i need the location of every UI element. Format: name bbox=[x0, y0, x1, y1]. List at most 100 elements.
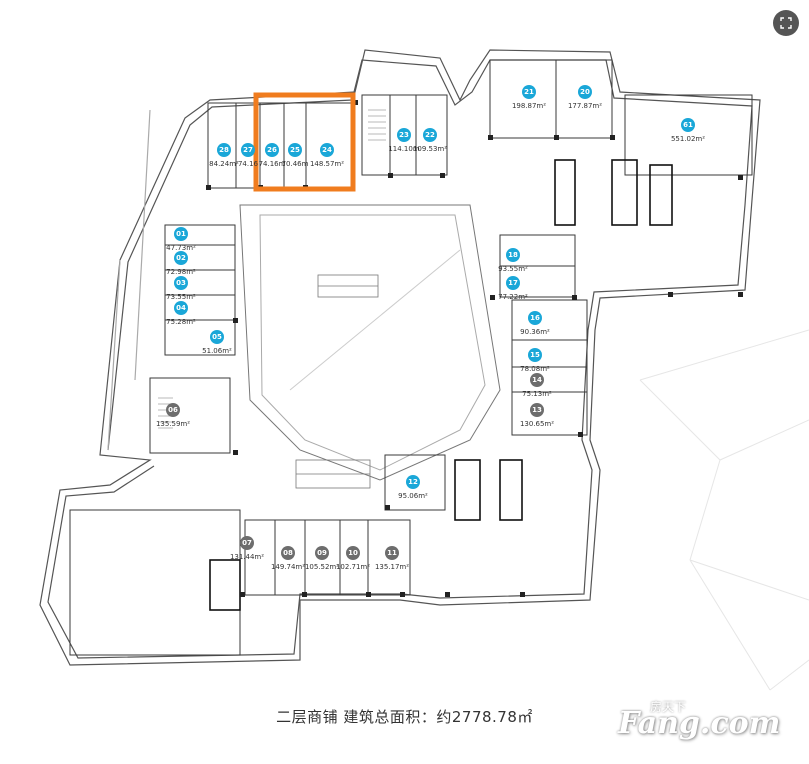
unit-badge bbox=[174, 227, 188, 241]
atrium-void bbox=[239, 204, 501, 481]
unit-area: 84.24m² bbox=[209, 160, 239, 168]
unit-area: 90.36m² bbox=[520, 328, 550, 336]
escalator-south bbox=[295, 459, 371, 489]
unit-16: 16 90.36m² bbox=[520, 311, 550, 336]
unit-badge bbox=[528, 348, 542, 362]
unit-number: 05 bbox=[212, 333, 222, 341]
expand-button[interactable] bbox=[773, 10, 799, 36]
unit-badge bbox=[397, 128, 411, 142]
unit-area: 77.22m² bbox=[498, 293, 528, 301]
unit-number: 16 bbox=[530, 314, 540, 322]
unit-13: 13 130.65m² bbox=[520, 403, 554, 428]
unit-number: 13 bbox=[532, 406, 542, 414]
watermark-cn: 房天下 bbox=[650, 700, 687, 714]
unit-number: 08 bbox=[283, 549, 293, 557]
unit-number: 02 bbox=[176, 254, 186, 262]
unit-area: 72.98m² bbox=[166, 268, 196, 276]
unit-28: 28 84.24m² bbox=[209, 143, 239, 168]
unit-number: 11 bbox=[387, 549, 397, 557]
unit-61: 61 551.02m² bbox=[671, 118, 705, 143]
unit-area: 130.65m² bbox=[520, 420, 554, 428]
unit-badge bbox=[530, 373, 544, 387]
unit-number: 07 bbox=[242, 539, 252, 547]
unit-area: 551.02m² bbox=[671, 135, 705, 143]
unit-badge bbox=[506, 248, 520, 262]
unit-area: 177.87m² bbox=[568, 102, 602, 110]
unit-07: 07 131.44m² bbox=[230, 536, 264, 561]
unit-badge bbox=[288, 143, 302, 157]
unit-number: 20 bbox=[580, 88, 590, 96]
unit-14: 14 75.13m² bbox=[522, 373, 552, 398]
unit-number: 15 bbox=[530, 351, 540, 359]
unit-area: 75.28m² bbox=[166, 318, 196, 326]
unit-area: 105.52m² bbox=[305, 563, 339, 571]
unit-area: 135.59m² bbox=[156, 420, 190, 428]
unit-area: 95.06m² bbox=[398, 492, 428, 500]
unit-area: 78.08m² bbox=[520, 365, 550, 373]
unit-number: 14 bbox=[532, 376, 542, 384]
plan-caption: 二层商铺 建筑总面积：约2778.78㎡ bbox=[276, 708, 533, 726]
unit-02: 02 72.98m² bbox=[166, 251, 196, 276]
unit-24: 24 148.57m² bbox=[310, 143, 344, 168]
unit-badge bbox=[346, 546, 360, 560]
unit-number: 06 bbox=[168, 406, 178, 414]
unit-area: 102.71m² bbox=[336, 563, 370, 571]
unit-badge bbox=[385, 546, 399, 560]
building-outline bbox=[39, 49, 761, 666]
unit-badge bbox=[174, 301, 188, 315]
unit-badge bbox=[530, 403, 544, 417]
unit-badge bbox=[406, 475, 420, 489]
unit-badge bbox=[578, 85, 592, 99]
unit-number: 10 bbox=[348, 549, 358, 557]
stair-treads bbox=[158, 109, 386, 429]
unit-20: 20 177.87m² bbox=[568, 85, 602, 110]
unit-number: 01 bbox=[176, 230, 186, 238]
watermark-brand: Fang.com bbox=[618, 706, 781, 741]
unit-10: 10 102.71m² bbox=[336, 546, 370, 571]
unit-badge bbox=[681, 118, 695, 132]
unit-number: 24 bbox=[322, 146, 332, 154]
highlight-frame bbox=[253, 92, 356, 192]
unit-badge bbox=[281, 546, 295, 560]
unit-area: 74.16 bbox=[238, 160, 259, 168]
unit-area: 148.57m² bbox=[310, 160, 344, 168]
unit-area: 131.44m² bbox=[230, 553, 264, 561]
unit-04: 04 75.28m² bbox=[166, 301, 196, 326]
unit-area: 198.87m² bbox=[512, 102, 546, 110]
unit-number: 25 bbox=[290, 146, 300, 154]
unit-number: 61 bbox=[683, 121, 693, 129]
unit-number: 28 bbox=[219, 146, 229, 154]
unit-badge bbox=[423, 128, 437, 142]
unit-area: 75.13m² bbox=[522, 390, 552, 398]
unit-badge bbox=[166, 403, 180, 417]
unit-badge bbox=[174, 251, 188, 265]
unit-06: 06 135.59m² bbox=[156, 403, 190, 428]
unit-badge bbox=[315, 546, 329, 560]
unit-number: 22 bbox=[425, 131, 435, 139]
unit-area: 74.16m bbox=[259, 160, 286, 168]
unit-badge bbox=[265, 143, 279, 157]
unit-badge bbox=[522, 85, 536, 99]
unit-15: 15 78.08m² bbox=[520, 348, 550, 373]
unit-number: 09 bbox=[317, 549, 327, 557]
unit-badge bbox=[240, 536, 254, 550]
core-blocks bbox=[209, 159, 673, 611]
unit-markers: 2884.24m²2774.162674.16m2570.46m24148.57… bbox=[156, 85, 705, 571]
unit-badge bbox=[217, 143, 231, 157]
unit-number: 03 bbox=[176, 279, 186, 287]
unit-area: 73.55m² bbox=[166, 293, 196, 301]
background-network-lines bbox=[639, 329, 809, 691]
unit-number: 23 bbox=[399, 131, 409, 139]
unit-number: 04 bbox=[176, 304, 186, 312]
unit-badge bbox=[506, 276, 520, 290]
unit-area: 114.10m bbox=[388, 145, 419, 153]
